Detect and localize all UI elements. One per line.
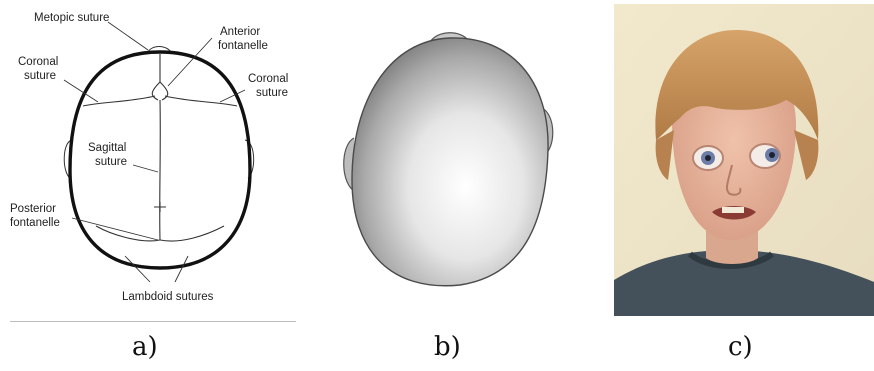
anterior-fontanelle-label-line2: fontanelle [218, 40, 268, 52]
coronal-suture-left-label-line1: Coronal [18, 56, 58, 68]
coronal-suture-left-line [83, 96, 155, 106]
anterior-fontanelle-left [152, 82, 160, 100]
panel-b-caption: b) [434, 332, 461, 362]
teeth [722, 207, 744, 213]
skull-shape [352, 38, 548, 286]
panel-c-caption: c) [728, 332, 753, 362]
right-pupil [769, 152, 775, 158]
skull-suture-diagram-panel: Metopic suture Anterior fontanelle Coron… [0, 0, 310, 371]
patient-photo-panel: c) [590, 0, 874, 371]
shaded-skull-drawing [310, 0, 590, 330]
lambdoid-suture-right-line [160, 226, 224, 241]
anterior-fontanelle-label-line1: Anterior [220, 26, 260, 38]
coronal-suture-right-line [165, 96, 237, 106]
left-pupil [705, 155, 711, 161]
lambdoid-suture-left-line [96, 226, 160, 241]
sagittal-suture-line [160, 100, 161, 240]
anterior-fontanelle-right [160, 82, 168, 100]
skull-suture-diagram: Metopic suture Anterior fontanelle Coron… [0, 0, 310, 330]
metopic-suture-label: Metopic suture [34, 12, 109, 24]
coronal-suture-right-label-line1: Coronal [248, 73, 288, 85]
panel-a-caption: a) [132, 332, 158, 362]
sagittal-suture-label-line2: suture [95, 156, 127, 168]
sagittal-suture-label-line1: Sagittal [88, 142, 126, 154]
lambdoid-sutures-label: Lambdoid sutures [122, 291, 214, 303]
posterior-fontanelle-label-line1: Posterior [10, 203, 56, 215]
patient-photo [590, 0, 874, 330]
panel-a-divider [10, 321, 296, 322]
sagittal-suture-mark [154, 202, 166, 212]
coronal-suture-left-label-line2: suture [24, 70, 56, 82]
shaded-skull-drawing-panel: b) [310, 0, 590, 371]
coronal-suture-right-label-line2: suture [256, 87, 288, 99]
posterior-fontanelle-label-line2: fontanelle [10, 217, 60, 229]
